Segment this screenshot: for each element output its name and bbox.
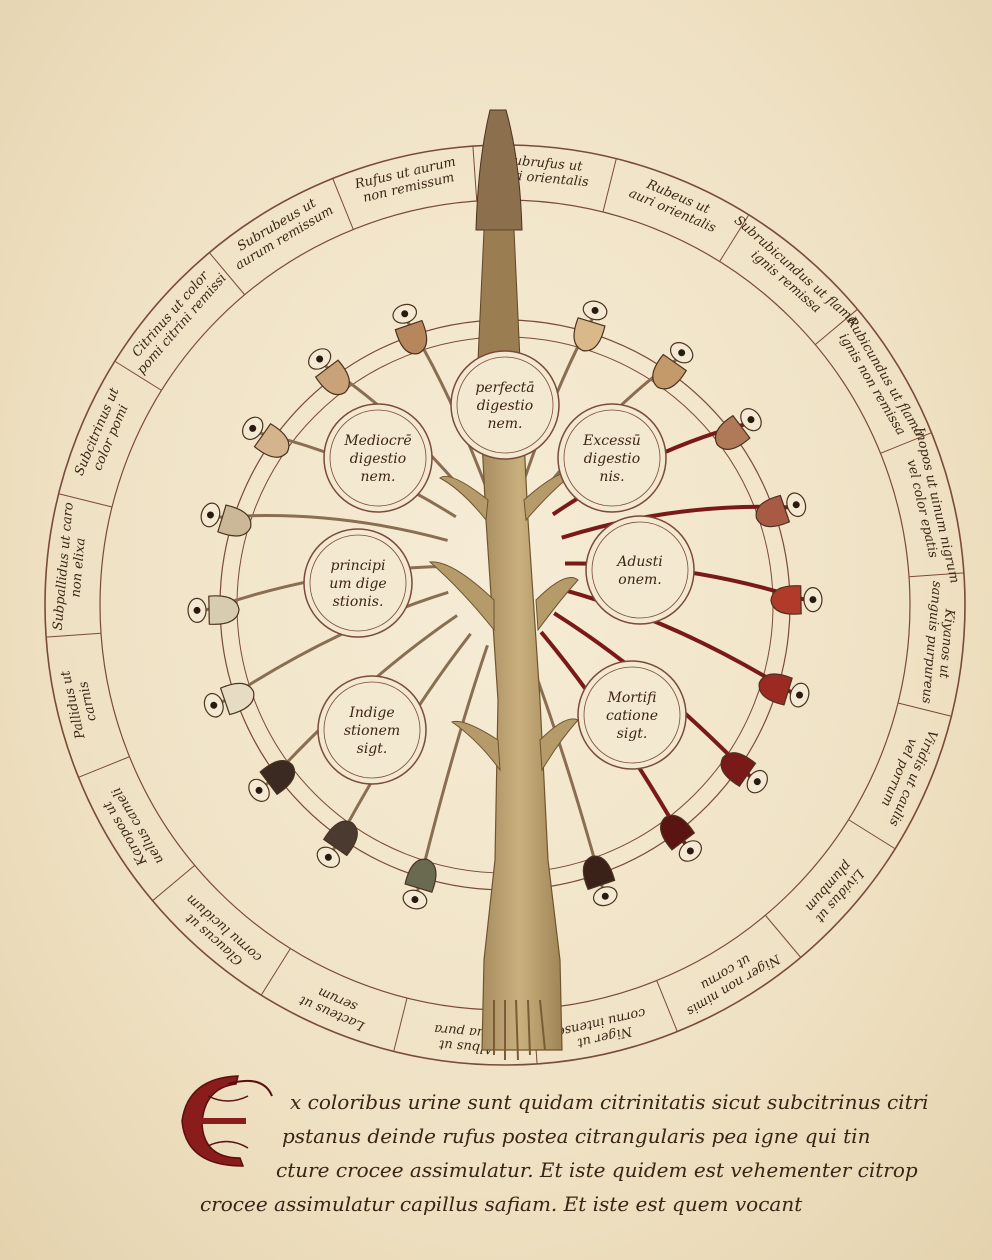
urine-flask: [402, 858, 437, 910]
urine-flask: [720, 752, 768, 794]
ring-label: Pallidus utcarnis: [58, 665, 103, 741]
ring-label: Viridis ut caulisvel porrum: [872, 722, 940, 829]
urine-flask: [203, 682, 255, 718]
tree-leaf: [539, 718, 579, 772]
tree-leaf: [450, 720, 501, 772]
flask-branch: [415, 644, 489, 893]
urine-flask: [714, 408, 762, 450]
ring-divider: [46, 632, 102, 638]
ring-divider: [880, 432, 932, 454]
ring-divider: [814, 308, 858, 346]
flask-branch: [220, 590, 449, 704]
urine-flask: [660, 814, 702, 862]
ring-divider: [908, 572, 964, 578]
ring-divider: [208, 252, 246, 296]
urine-flask: [392, 303, 428, 355]
urine-flask: [755, 492, 807, 528]
tree-trunk: [477, 359, 563, 1051]
ring-divider: [602, 158, 617, 213]
ring-label: Glaucus utcornu lucidum: [174, 891, 266, 976]
ring-label: Subpallidus ut caronon elixa: [51, 502, 92, 633]
ring-divider: [332, 178, 354, 230]
ring-label: Inopos ut uinum nigrumvel color epatis: [897, 425, 962, 588]
illuminated-initial: [181, 1075, 273, 1167]
urine-flask: [758, 673, 810, 708]
tree-leaf: [535, 577, 579, 632]
ring-label: Lacteus utserum: [296, 978, 373, 1033]
ring-label: Karopos utuellus cameli: [96, 784, 166, 874]
text-line: cture crocee assimulatur. Et iste quidem…: [276, 1158, 918, 1182]
ring-divider: [719, 214, 750, 262]
ring-divider: [472, 146, 478, 202]
ring-divider: [656, 980, 678, 1032]
ring-label: Citrinus ut colorpomi citrini remissi: [123, 261, 230, 378]
urine-flask: [248, 760, 296, 802]
ring-label: Rufus ut aurumnon remissum: [353, 154, 461, 207]
ring-label: Rubicundus ut flamaignis non remissa: [830, 314, 926, 447]
ring-label: Kiyanos utsanguis purpureus: [919, 580, 960, 705]
ring-divider: [393, 997, 408, 1052]
tree-leaf: [439, 475, 489, 522]
urine-flask: [242, 416, 290, 458]
text-line: pstanus deinde rufus postea citrangulari…: [282, 1124, 871, 1148]
ring-divider: [114, 360, 162, 391]
ring-divider: [260, 948, 291, 996]
flask-branch: [561, 587, 793, 695]
urine-flask: [582, 855, 618, 907]
urine-flask: [770, 585, 823, 615]
ring-label: Rubeus utauri orientalis: [627, 172, 724, 236]
manuscript-text-block: x coloribus urine sunt quidam citrinitat…: [170, 1085, 929, 1221]
ring-divider: [58, 493, 113, 508]
tree-top: [475, 109, 523, 231]
urine-flask: [316, 820, 358, 868]
tree-leaf: [428, 561, 495, 632]
urine-flask: [200, 502, 252, 537]
text-line: crocee assimulatur capillus safiam. Et i…: [200, 1192, 803, 1216]
tree-roots: [493, 999, 546, 1061]
ring-label: Subcitrinus utcolor pomi: [72, 385, 137, 484]
ring-divider: [152, 864, 196, 902]
ring-divider: [897, 702, 952, 717]
ring-divider: [764, 914, 802, 958]
text-line: x coloribus urine sunt quidam citrinitat…: [290, 1090, 929, 1114]
urine-flask: [652, 342, 694, 390]
tree-upper-stem: [477, 229, 521, 361]
ring-label: Lividus utplumbum: [800, 855, 867, 925]
ring-divider: [848, 819, 896, 850]
urine-flask: [187, 595, 240, 625]
urine-flask: [573, 300, 608, 352]
tree-of-digestion: [428, 109, 579, 1061]
ring-divider: [78, 756, 130, 778]
urine-flask: [308, 348, 350, 396]
